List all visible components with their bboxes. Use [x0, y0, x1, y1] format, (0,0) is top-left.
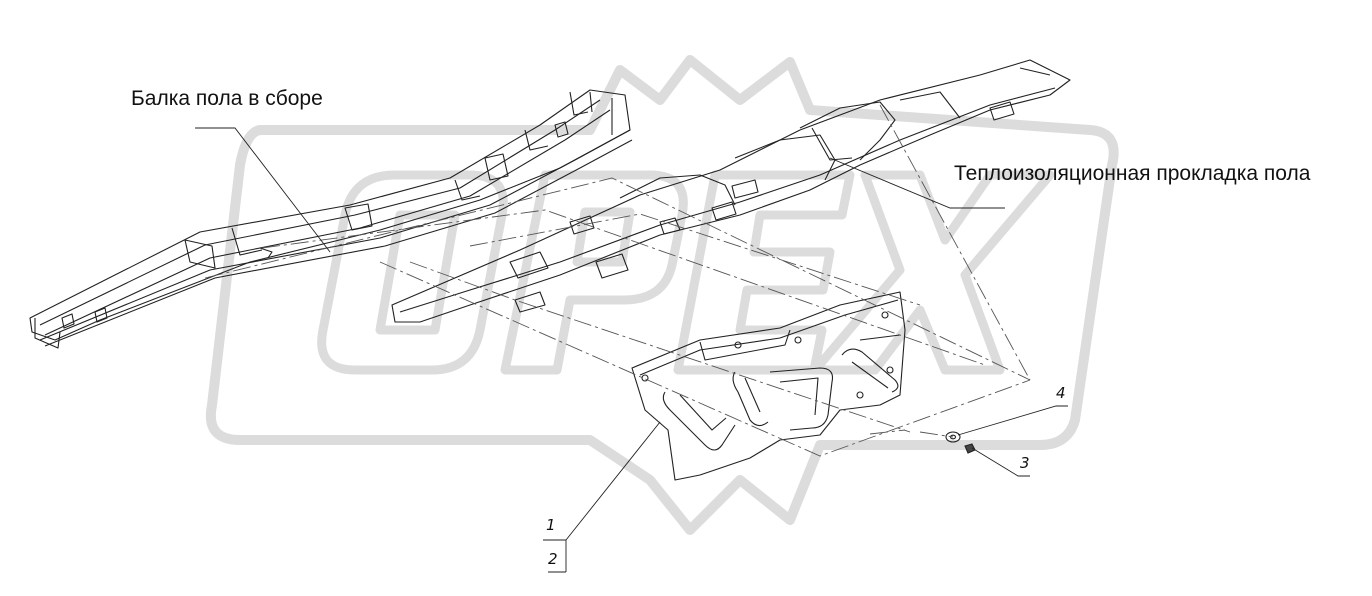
leader-lines	[195, 127, 1068, 573]
callout-3: 3	[1020, 454, 1030, 472]
assembly-centerlines	[204, 104, 1031, 457]
watermark-gear	[205, 55, 1119, 535]
leader-3	[971, 447, 1030, 477]
leader-insulation	[829, 157, 1005, 209]
callout-2: 2	[548, 550, 558, 568]
floor-panel	[631, 291, 906, 481]
callout-1: 1	[546, 516, 556, 534]
floor-insulation-pad-label: Теплоизоляционная прокладка пола	[954, 162, 1311, 185]
leader-4	[957, 405, 1068, 436]
floor-beam-assembly-label: Балка пола в сборе	[131, 87, 323, 110]
leader-beam	[195, 127, 331, 253]
watermark-letters	[317, 170, 1055, 375]
callout-4: 4	[1056, 384, 1066, 402]
